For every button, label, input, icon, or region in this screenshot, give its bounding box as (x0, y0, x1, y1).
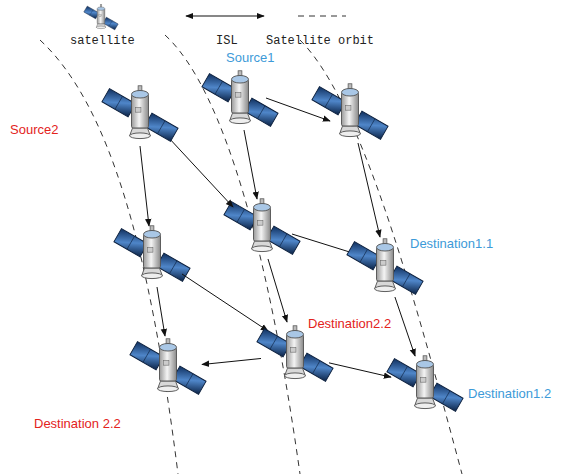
satellite (114, 226, 190, 282)
legend-text: Satellite orbit (266, 34, 374, 48)
satellite-label: Destination 2.2 (34, 416, 121, 431)
satellite-label: Source2 (10, 122, 58, 137)
satellite-node: Destination2.2 (257, 322, 333, 388)
satellite (224, 199, 300, 255)
satellite-icon (387, 352, 463, 418)
satellite-orbit (40, 35, 462, 474)
satellite-label: Destination2.2 (308, 316, 391, 331)
satellite-icon (102, 82, 178, 148)
satellite-node: Source2 (102, 82, 178, 148)
isl-link (202, 358, 261, 364)
satellite-label: Source1 (226, 50, 274, 65)
isl-link (329, 363, 391, 377)
legend-orbit-line (298, 16, 346, 17)
satellite-node: Destination 2.2 (130, 335, 206, 401)
legend-isl-arrow (186, 15, 264, 16)
satellite-icon (257, 322, 333, 388)
legend-satellite-icon (84, 5, 118, 30)
satellite-icon (130, 335, 206, 401)
isl-link (395, 297, 415, 356)
isl-link (140, 98, 380, 336)
satellite-label: Destination1.1 (410, 236, 493, 251)
legend-text: ISL (216, 34, 238, 48)
legend-text: satellite (70, 34, 135, 48)
satellite (312, 84, 388, 140)
satellite-node: Source1 (202, 67, 278, 133)
satellite-node: Destination1.1 (347, 235, 423, 301)
satellite-label: Destination1.2 (468, 386, 551, 401)
satellite-node: Destination1.2 (387, 352, 463, 418)
satellite-icon (202, 67, 278, 133)
